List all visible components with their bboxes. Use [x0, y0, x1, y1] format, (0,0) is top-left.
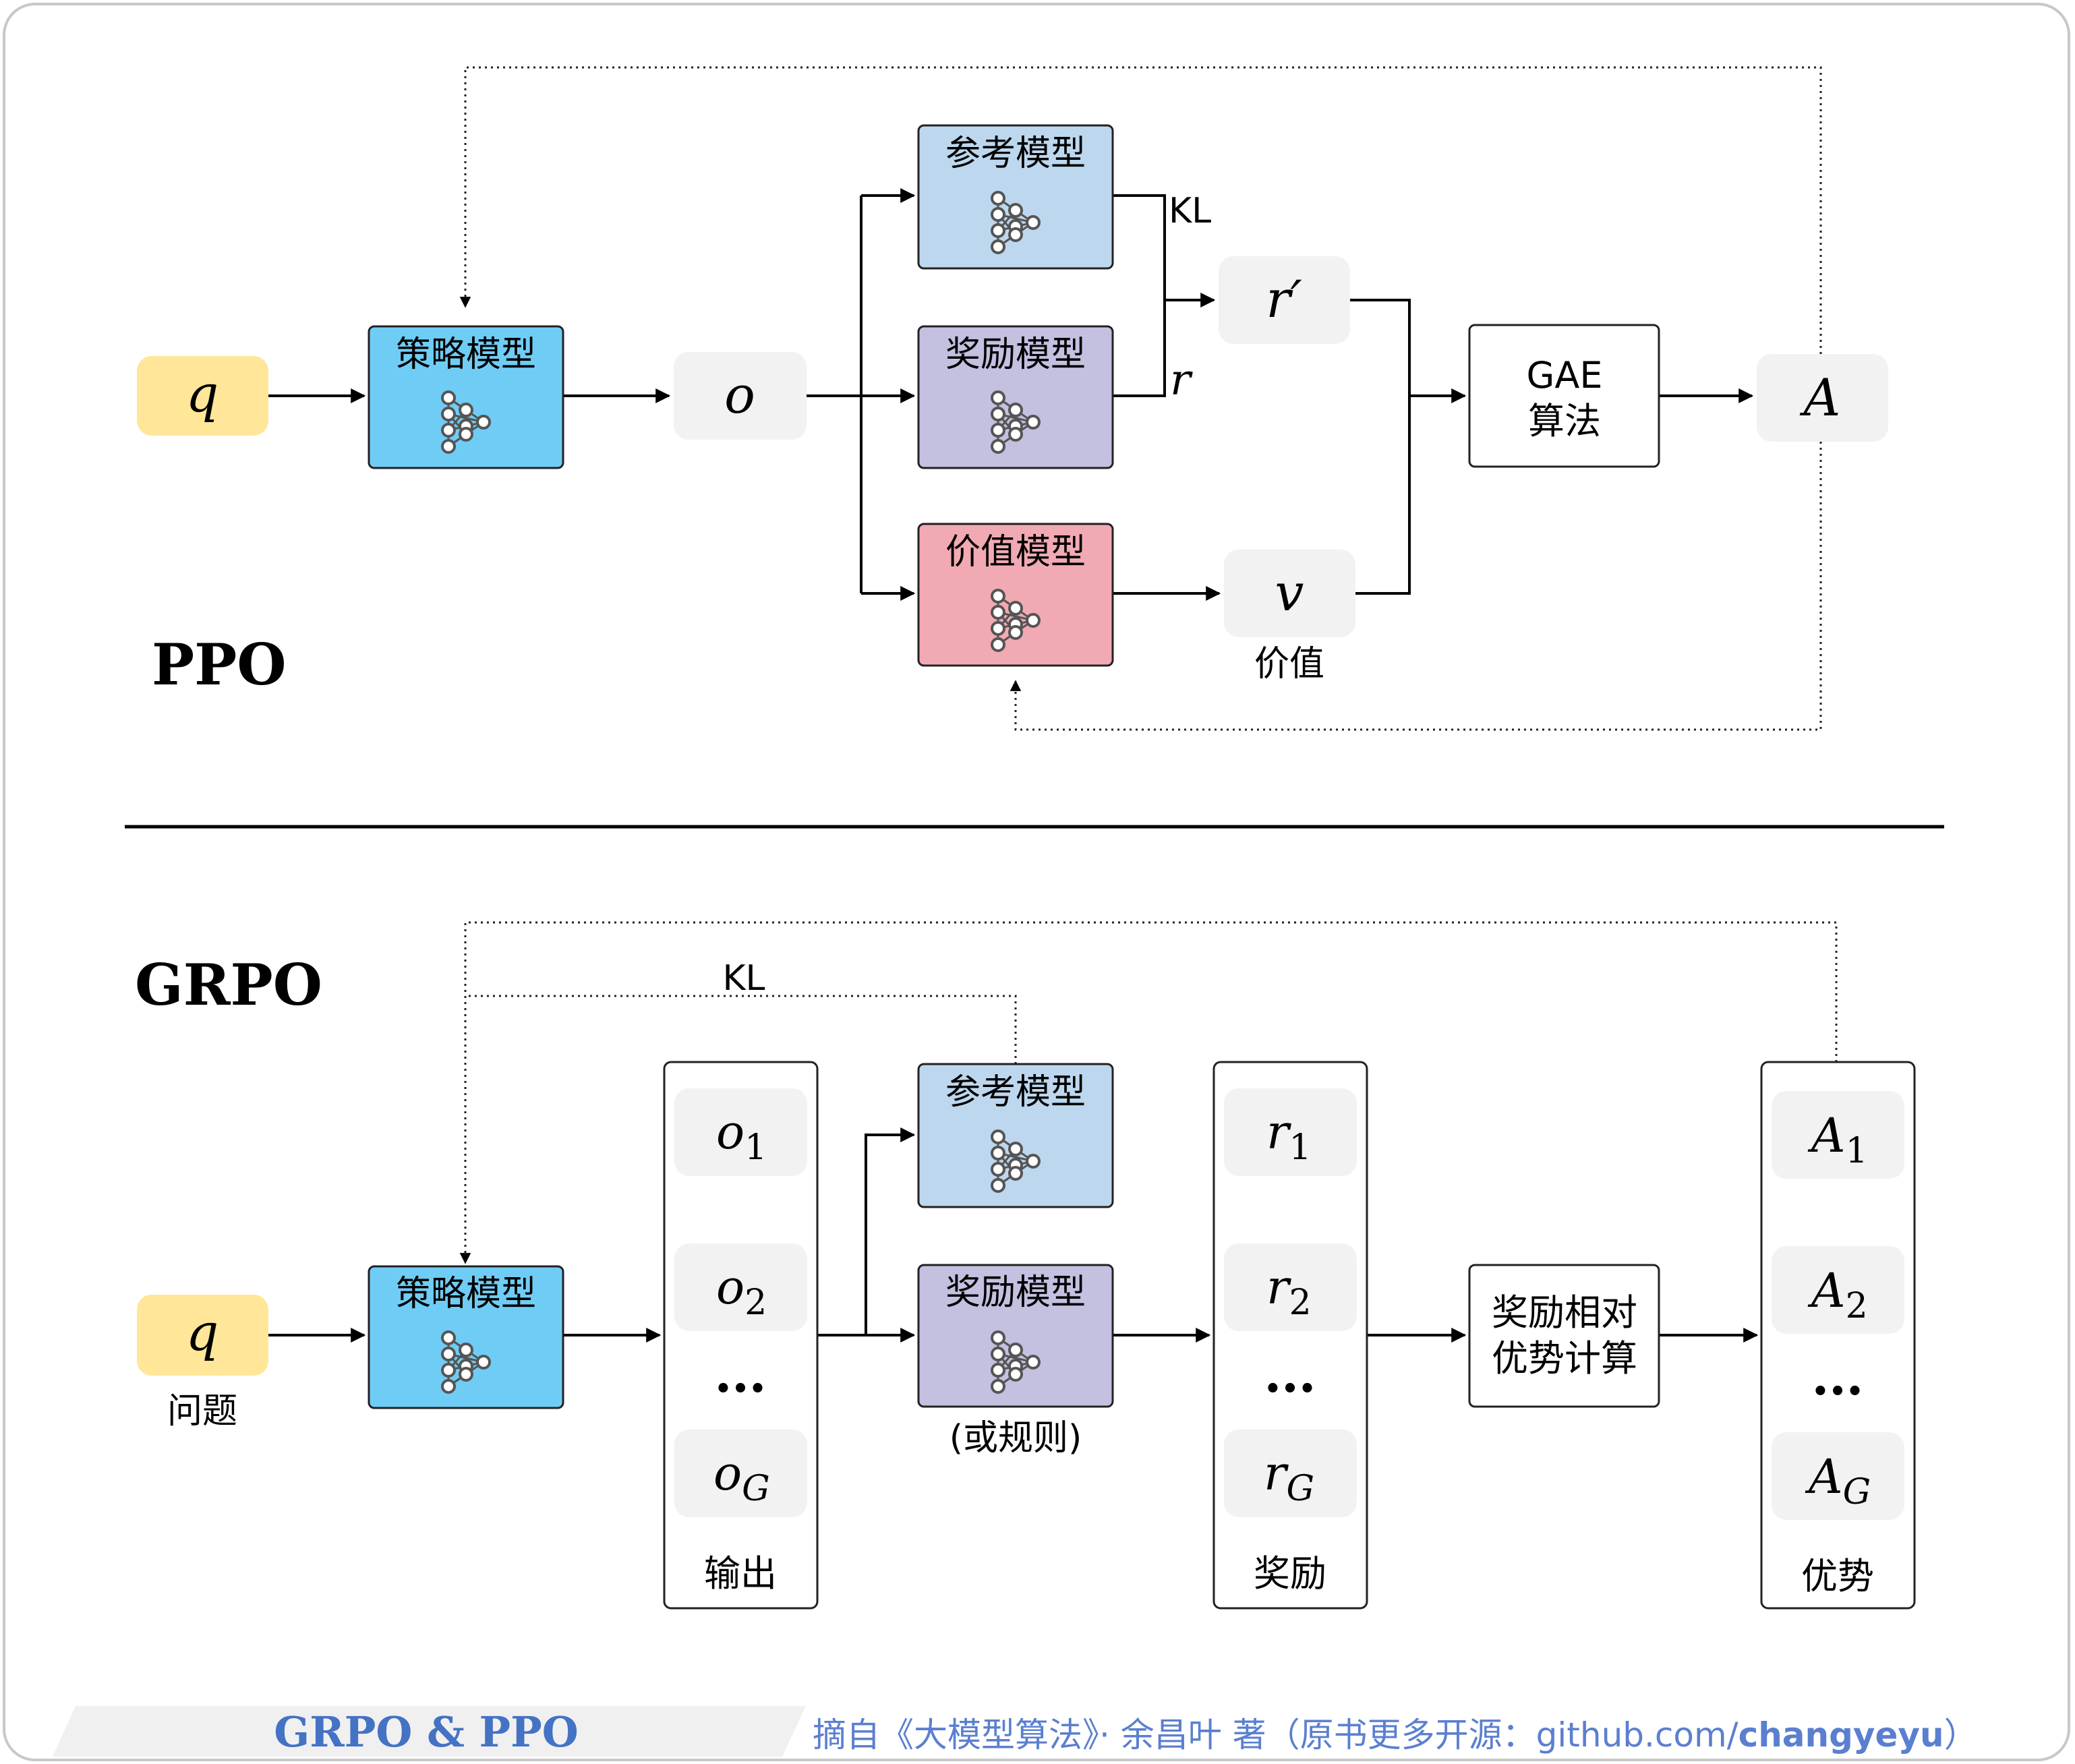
- ppo-r-label: r: [1170, 355, 1193, 405]
- grpo-rewards-caption: 奖励: [1254, 1552, 1326, 1595]
- grpo-advantage-1: [1772, 1091, 1904, 1179]
- grpo-reward-label: 奖励模型: [945, 1272, 1086, 1313]
- grpo-advantage-g: [1772, 1432, 1904, 1520]
- grpo-reward-1: [1224, 1088, 1357, 1176]
- ppo-policy-label: 策略模型: [396, 334, 536, 375]
- ppo-reference-label: 参考模型: [945, 134, 1086, 174]
- footer-source: 摘自《大模型算法》· 余昌叶 著（原书更多开源：github.com/chang…: [813, 1715, 1978, 1755]
- grpo-reward-2-symbol: r2: [1266, 1260, 1312, 1323]
- ppo-v-caption: 价值: [1254, 644, 1324, 684]
- ppo-output-symbol: o: [724, 365, 755, 425]
- ppo-value-label: 价值模型: [945, 532, 1086, 572]
- grpo-reward-2: [1224, 1243, 1357, 1331]
- grpo-title: GRPO: [135, 951, 322, 1018]
- grpo-reward-caption: (或规则): [949, 1418, 1082, 1459]
- grpo-advantage-2-symbol: A2: [1807, 1263, 1868, 1326]
- grpo-output-1-symbol: o1: [716, 1105, 767, 1168]
- grpo-calc-line2: 优势计算: [1492, 1337, 1637, 1380]
- ppo-rprime-token: [1219, 256, 1350, 344]
- ppo-reward-model: [917, 325, 1114, 469]
- grpo-policy-label: 策略模型: [396, 1274, 536, 1314]
- ppo-v-symbol: v: [1275, 562, 1304, 622]
- ppo-feedback-policy: [459, 66, 1822, 354]
- grpo-advantage-ellipsis: •••: [1812, 1376, 1864, 1407]
- ppo-gae-merge: [1350, 299, 1411, 595]
- grpo-outputs-caption: 输出: [704, 1552, 777, 1595]
- grpo-kl-label: KL: [722, 958, 765, 999]
- ppo-query-symbol: q: [186, 363, 219, 423]
- ppo-kl-merge: [1113, 194, 1166, 397]
- grpo-reward-g: [1224, 1430, 1357, 1517]
- ppo-output-token: [674, 352, 807, 440]
- grpo-policy-model: [368, 1265, 564, 1409]
- ppo-advantage-token: [1757, 354, 1888, 442]
- ppo-policy-model: [368, 325, 564, 469]
- ppo-gae-box: [1468, 324, 1660, 468]
- ppo-query-box: [137, 356, 268, 436]
- ppo-reward-label: 奖励模型: [945, 334, 1086, 375]
- grpo-calc-line1: 奖励相对: [1492, 1291, 1637, 1334]
- grpo-output-2: [674, 1243, 807, 1331]
- grpo-advantage-calc-box: [1468, 1264, 1660, 1408]
- grpo-kl-reference: [465, 995, 1017, 1064]
- grpo-query-box: [137, 1295, 268, 1376]
- grpo-query-caption: 问题: [167, 1391, 237, 1432]
- ppo-reference-model: [917, 124, 1114, 270]
- grpo-advantage-1-symbol: A1: [1807, 1108, 1868, 1171]
- ppo-gae-line1: GAE: [1527, 354, 1603, 396]
- grpo-advantages-caption: 优势: [1801, 1555, 1874, 1597]
- grpo-reward-model: [917, 1264, 1114, 1408]
- grpo-query-symbol: q: [186, 1302, 219, 1362]
- grpo-reference-model: [917, 1063, 1114, 1208]
- ppo-rprime-symbol: r′: [1266, 269, 1302, 329]
- ppo-kl-label: KL: [1169, 191, 1211, 231]
- grpo-reference-label: 参考模型: [945, 1072, 1086, 1113]
- grpo-output-ellipsis: •••: [715, 1374, 767, 1405]
- ppo-advantage-symbol: A: [1800, 368, 1841, 428]
- grpo-reward-ellipsis: •••: [1264, 1374, 1316, 1405]
- grpo-advantage-g-symbol: AG: [1805, 1449, 1871, 1512]
- ppo-feedback-value: [1010, 442, 1822, 731]
- footer-banner: [53, 1706, 806, 1757]
- ppo-v-token: [1224, 550, 1355, 637]
- grpo-reward-g-symbol: rG: [1264, 1446, 1314, 1509]
- grpo-output-1: [674, 1088, 807, 1176]
- grpo-outputs-to-reference: [865, 1127, 916, 1335]
- grpo-output-2-symbol: o2: [716, 1260, 767, 1323]
- grpo-reward-1-symbol: r1: [1266, 1105, 1312, 1168]
- grpo-output-g: [674, 1430, 807, 1517]
- ppo-gae-line2: 算法: [1528, 400, 1601, 442]
- ppo-value-model: [917, 523, 1114, 667]
- footer-banner-title: GRPO & PPO: [274, 1707, 579, 1757]
- grpo-advantage-2: [1772, 1246, 1904, 1334]
- ppo-title: PPO: [152, 631, 287, 698]
- grpo-output-g-symbol: oG: [713, 1446, 770, 1509]
